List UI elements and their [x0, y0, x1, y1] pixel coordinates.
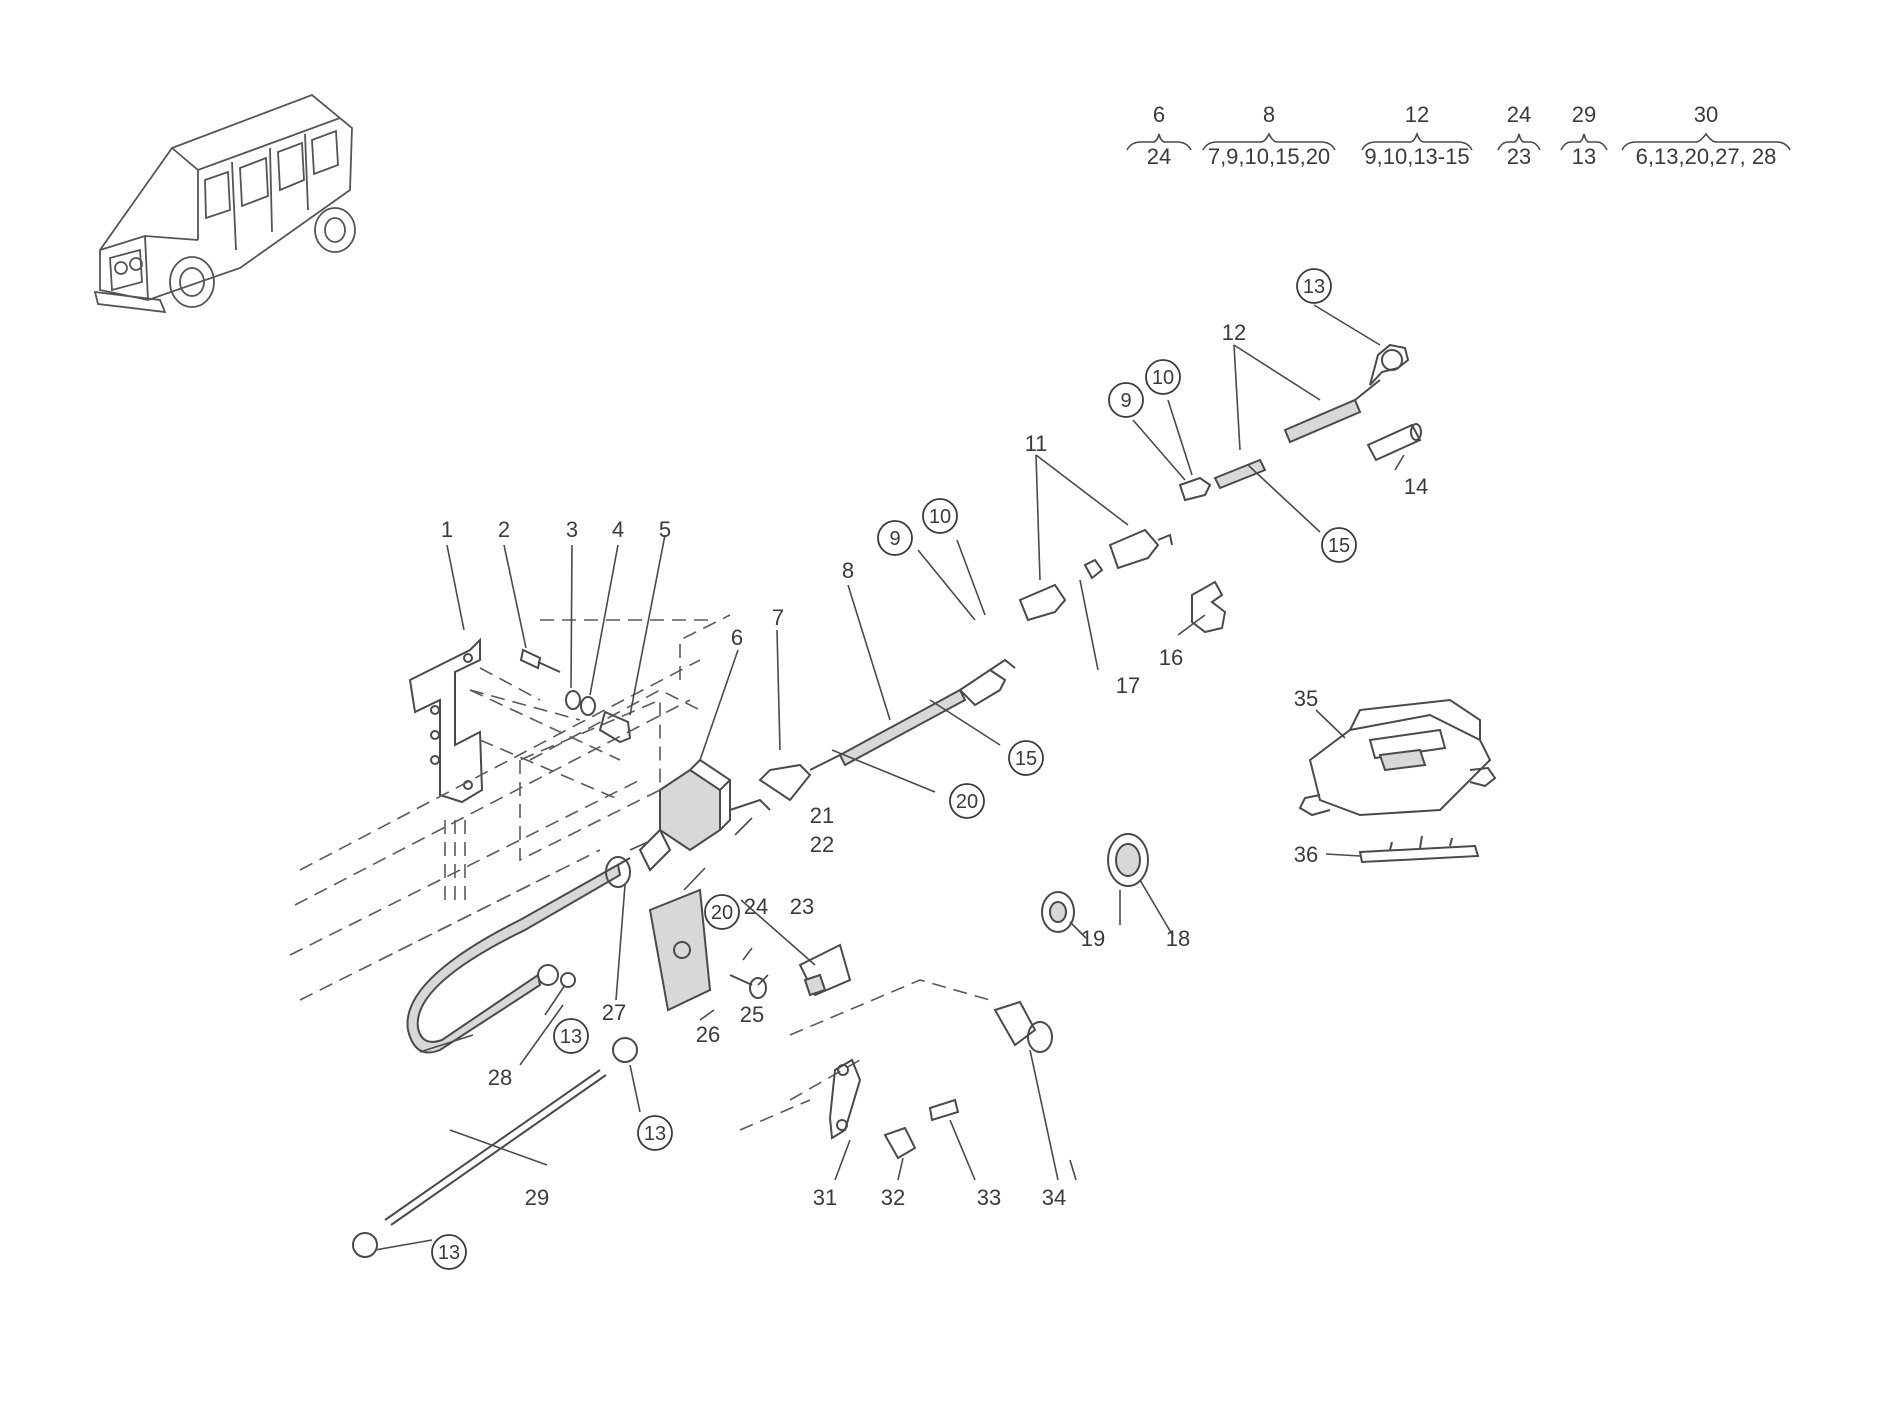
callout-19: 19 [1081, 926, 1105, 951]
legend: 6 24 8 7,9,10,15,20 12 9,10,13-15 24 23 … [1126, 102, 1791, 169]
callout-13: 13 [1303, 276, 1325, 298]
callout-8: 8 [842, 558, 854, 583]
callout-34: 34 [1042, 1185, 1066, 1210]
callout-33: 33 [977, 1185, 1001, 1210]
fuse-box [1298, 698, 1497, 817]
legend-entry-12: 12 9,10,13-15 [1361, 102, 1473, 169]
mounting-bracket [408, 637, 484, 804]
callout-28: 28 [488, 1065, 512, 1090]
callout-13: 13 [644, 1123, 666, 1145]
callout-22: 22 [810, 832, 834, 857]
legend-includes: 6,13,20,27, 28 [1636, 144, 1777, 169]
legend-entry-30: 30 6,13,20,27, 28 [1621, 102, 1791, 169]
callout-9: 9 [1120, 390, 1131, 412]
legend-includes: 23 [1507, 144, 1531, 169]
legend-entry-24: 24 23 [1497, 102, 1541, 169]
callout-12: 12 [1222, 320, 1246, 345]
callout-11: 11 [1025, 431, 1048, 456]
legend-entry-6: 6 24 [1126, 102, 1192, 169]
callout-10: 10 [929, 506, 951, 528]
callout-6: 6 [731, 625, 743, 650]
relay-24 [798, 943, 852, 997]
connector-11 [1018, 528, 1173, 622]
sleeve-14 [1366, 423, 1422, 462]
dashed-phantom-outline [289, 614, 731, 1001]
callout-15: 15 [1328, 535, 1350, 557]
callout-35: 35 [1294, 686, 1318, 711]
callout-27: 27 [602, 1000, 626, 1025]
leader-lines [374, 304, 1405, 1251]
relay [638, 758, 771, 872]
callout-20: 20 [956, 791, 978, 813]
callout-16: 16 [1159, 645, 1183, 670]
screw-25 [729, 974, 767, 999]
callouts: 1 2 3 4 5 6 7 8 9 10 9 10 11 12 13 14 15… [431, 268, 1428, 1270]
callout-32: 32 [881, 1185, 905, 1210]
cable-12 [1178, 343, 1410, 502]
mount-plate [648, 888, 712, 1012]
callout-26: 26 [696, 1022, 720, 1047]
fuse-strip [1358, 835, 1480, 864]
clip-16 [1191, 580, 1227, 634]
callout-18: 18 [1166, 926, 1190, 951]
callout-31: 31 [813, 1185, 837, 1210]
callout-17: 17 [1116, 673, 1140, 698]
callout-7: 7 [772, 605, 784, 630]
callout-36: 36 [1294, 842, 1318, 867]
legend-includes: 24 [1147, 144, 1171, 169]
grommet-19 [1041, 891, 1075, 933]
legend-entry-29: 29 13 [1560, 102, 1608, 169]
callout-4: 4 [612, 517, 624, 542]
fasteners [519, 648, 632, 744]
vehicle-thumbnail [93, 93, 356, 314]
legend-part-number: 6 [1153, 102, 1165, 127]
legend-part-number: 29 [1572, 102, 1596, 127]
callout-15: 15 [1015, 748, 1037, 770]
legend-part-number: 30 [1694, 102, 1718, 127]
cable-8 [758, 658, 1016, 802]
callout-21: 21 [810, 803, 834, 828]
legend-part-number: 12 [1405, 102, 1429, 127]
legend-part-number: 24 [1507, 102, 1531, 127]
legend-entry-8: 8 7,9,10,15,20 [1202, 102, 1336, 169]
callout-13: 13 [438, 1242, 460, 1264]
callout-24: 24 [744, 894, 768, 919]
legend-includes: 9,10,13-15 [1364, 144, 1469, 169]
callout-25: 25 [740, 1002, 764, 1027]
callout-23: 23 [790, 894, 814, 919]
callout-14: 14 [1404, 474, 1428, 499]
callout-5: 5 [659, 517, 671, 542]
callout-10: 10 [1152, 367, 1174, 389]
callout-1: 1 [441, 517, 453, 542]
grommet-18 [1107, 833, 1149, 887]
legend-includes: 7,9,10,15,20 [1208, 144, 1330, 169]
switch-parts [739, 979, 1053, 1160]
legend-part-number: 8 [1263, 102, 1275, 127]
braided-strap [406, 856, 631, 1054]
callout-13: 13 [560, 1026, 582, 1048]
callout-29: 29 [525, 1185, 549, 1210]
callout-20: 20 [711, 902, 733, 924]
callout-3: 3 [566, 517, 578, 542]
callout-9: 9 [889, 528, 900, 550]
legend-includes: 13 [1572, 144, 1596, 169]
callout-2: 2 [498, 517, 510, 542]
